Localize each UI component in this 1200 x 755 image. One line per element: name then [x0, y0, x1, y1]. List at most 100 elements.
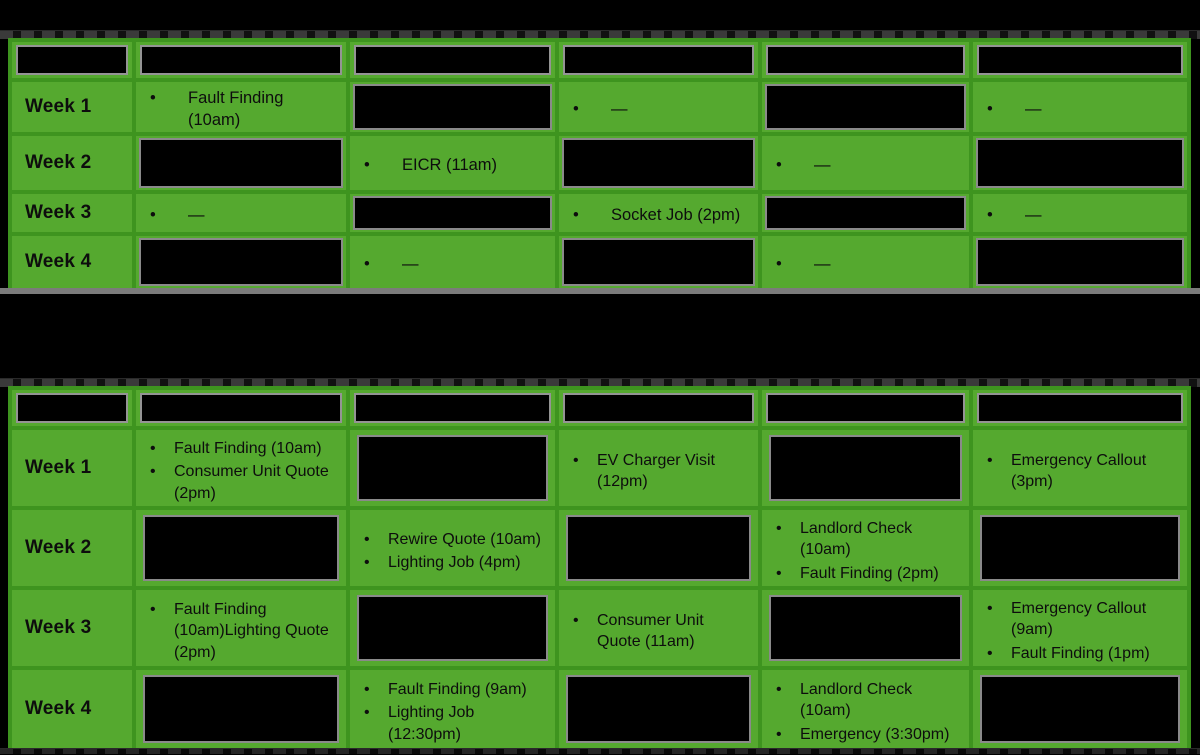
- redaction-box: [353, 84, 552, 130]
- bullet-icon: •: [364, 681, 370, 699]
- job-entry: •Emergency Callout (3pm): [973, 450, 1187, 492]
- redaction-box: [16, 45, 128, 75]
- job-entry: •EICR (11am): [350, 155, 555, 177]
- job-entry-text: Fault Finding (10am)Lighting Quote (2pm): [174, 601, 329, 661]
- schedule-cell: •Fault Finding (9am)•Lighting Job (12:30…: [348, 668, 557, 750]
- job-entry-text: —: [814, 255, 831, 274]
- schedule-cell-redacted: [134, 134, 348, 192]
- redaction-box: [766, 393, 965, 423]
- schedule-cell-redacted: [348, 588, 557, 668]
- header-cell-redacted: [348, 388, 557, 428]
- week-label: Week 3: [10, 192, 134, 234]
- redaction-box: [357, 435, 548, 501]
- job-entry-text: Emergency Callout (3pm): [1011, 451, 1147, 490]
- week-label: Week 4: [10, 668, 134, 750]
- redaction-box: [357, 595, 548, 661]
- dashed-border-strip-middle: [0, 378, 1200, 387]
- bullet-icon: •: [573, 206, 579, 225]
- redaction-box: [353, 196, 552, 230]
- schedule-cell-redacted: [760, 588, 971, 668]
- bullet-icon: •: [364, 255, 370, 274]
- redaction-box: [16, 393, 128, 423]
- header-cell-redacted: [348, 40, 557, 80]
- job-list: • Rewire Quote (10am)• Lighting Job (4pm): [350, 510, 555, 586]
- bullet-icon: •: [776, 725, 782, 743]
- job-list: •—: [136, 194, 346, 232]
- redaction-box: [977, 45, 1183, 75]
- job-entry-text: Lighting Job (12:30pm): [388, 704, 475, 743]
- bullet-icon: •: [776, 564, 782, 582]
- redaction-box: [769, 595, 962, 661]
- job-entry: •—: [350, 254, 555, 276]
- schedule-cell-redacted: [134, 508, 348, 588]
- job-entry: •Lighting Job (12:30pm): [350, 702, 555, 744]
- job-entry: •—: [762, 254, 969, 276]
- schedule-cell: •—: [348, 234, 557, 290]
- header-cell-redacted: [134, 388, 348, 428]
- schedule-cell: • Rewire Quote (10am)• Lighting Job (4pm): [348, 508, 557, 588]
- schedule-cell-redacted: [971, 234, 1189, 290]
- job-list: •Fault Finding (9am)•Lighting Job (12:30…: [350, 670, 555, 748]
- redaction-box: [563, 393, 754, 423]
- header-cell-redacted: [10, 388, 134, 428]
- job-entry-text: —: [1025, 206, 1042, 225]
- job-entry: •—: [973, 99, 1187, 121]
- job-entry-text: —: [814, 156, 831, 175]
- week-label: Week 2: [10, 134, 134, 192]
- schedule-cell: •Emergency Callout (9am)•Fault Finding (…: [971, 588, 1189, 668]
- week-label: Week 2: [10, 508, 134, 588]
- redaction-box: [562, 138, 755, 188]
- job-list: •Consumer Unit Quote (11am): [559, 590, 758, 666]
- redaction-box: [765, 196, 966, 230]
- schedule-cell: •Landlord Check (10am)•Emergency (3:30pm…: [760, 668, 971, 750]
- job-entry-text: Fault Finding (10am): [174, 440, 322, 458]
- job-list: •Landlord Check (10am)•Emergency (3:30pm…: [762, 670, 969, 748]
- bullet-icon: •: [987, 600, 993, 618]
- bullet-icon: •: [776, 156, 782, 175]
- job-entry-text: —: [1025, 100, 1042, 119]
- schedule-cell-redacted: [134, 668, 348, 750]
- redaction-box: [977, 393, 1183, 423]
- job-list: •—: [350, 236, 555, 288]
- job-entry: •—: [973, 205, 1187, 227]
- job-list: •Emergency Callout (3pm): [973, 430, 1187, 506]
- redaction-box: [562, 238, 755, 286]
- job-entry: •Fault Finding (10am)Lighting Quote (2pm…: [136, 599, 346, 662]
- schedule-table-1: Week 1•Fault Finding (10am)•—•—Week 2•EI…: [8, 38, 1191, 292]
- week-label: Week 4: [10, 234, 134, 290]
- schedule-cell: •Socket Job (2pm): [557, 192, 760, 234]
- header-cell-redacted: [971, 388, 1189, 428]
- redaction-box: [139, 138, 343, 188]
- redaction-box: [354, 393, 551, 423]
- schedule-cell-redacted: [760, 192, 971, 234]
- job-entry: •—: [762, 155, 969, 177]
- job-entry-text: Rewire Quote (10am): [388, 530, 541, 548]
- job-entry: •Fault Finding (9am): [350, 679, 555, 700]
- redaction-box: [563, 45, 754, 75]
- bullet-icon: •: [776, 520, 782, 538]
- job-list: •Fault Finding (10am)Lighting Quote (2pm…: [136, 590, 346, 666]
- job-entry: •Consumer Unit Quote (2pm): [136, 461, 346, 503]
- schedule-cell-redacted: [557, 508, 760, 588]
- job-entry-text: Lighting Job (4pm): [388, 554, 521, 571]
- schedule-cell: •Emergency Callout (3pm): [971, 428, 1189, 508]
- bullet-icon: •: [364, 530, 370, 548]
- job-entry: •Socket Job (2pm): [559, 205, 758, 227]
- schedule-cell: •—: [971, 192, 1189, 234]
- job-entry-text: Landlord Check (10am): [800, 520, 913, 559]
- job-entry-text: Fault Finding (1pm): [1011, 644, 1150, 662]
- schedule-cell-redacted: [971, 668, 1189, 750]
- bullet-icon: •: [987, 644, 993, 662]
- header-cell-redacted: [760, 388, 971, 428]
- schedule-cell: •EICR (11am): [348, 134, 557, 192]
- schedule-cell-redacted: [557, 134, 760, 192]
- week-label: Week 1: [10, 428, 134, 508]
- schedule-cell: •—: [557, 80, 760, 134]
- job-list: • Landlord Check (10am) •Fault Finding (2p…: [762, 510, 969, 586]
- job-entry-text: Fault Finding (10am): [188, 89, 284, 129]
- bullet-icon: •: [776, 255, 782, 274]
- job-entry: • Rewire Quote (10am): [350, 529, 555, 550]
- job-entry: •Fault Finding (2pm): [762, 563, 969, 584]
- week-label: Week 1: [10, 80, 134, 134]
- redaction-box: [566, 675, 751, 743]
